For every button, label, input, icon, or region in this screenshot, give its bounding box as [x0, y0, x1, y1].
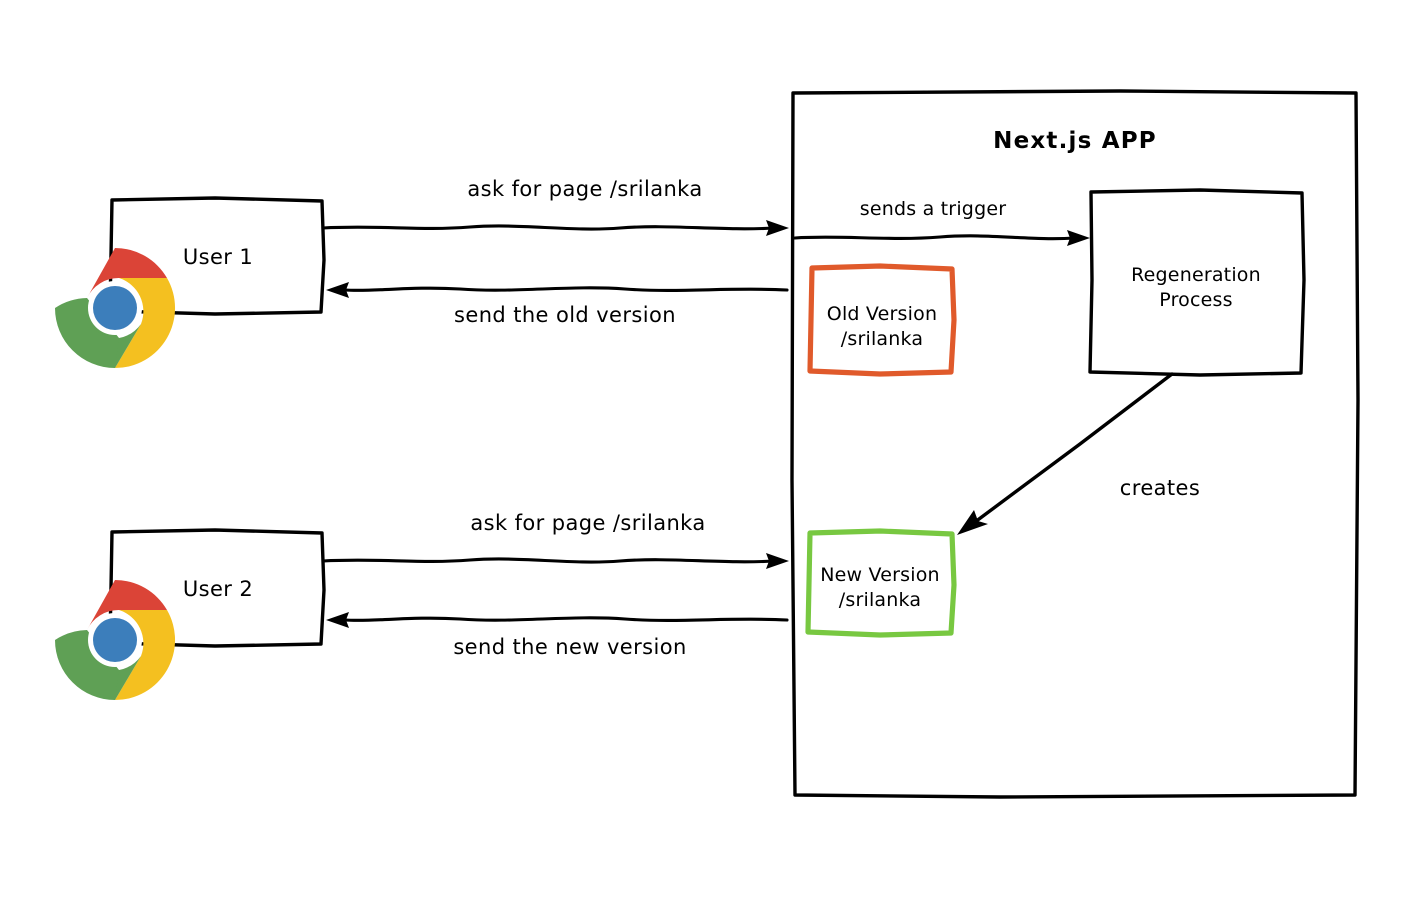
user2-box[interactable]	[108, 528, 326, 648]
edge-user2-response	[326, 612, 789, 628]
user2-label: User 2	[183, 577, 253, 601]
nextjs-app-container	[790, 89, 1360, 799]
new-version-box[interactable]	[805, 528, 957, 638]
edge-user2-response-label: send the new version	[453, 635, 686, 659]
edge-user2-request	[321, 553, 789, 569]
regeneration-process-label-line2: Process	[1159, 289, 1232, 311]
new-version-label-line2: /srilanka	[839, 589, 921, 611]
edge-creates-label: creates	[1120, 476, 1200, 500]
edge-user1-request-label: ask for page /srilanka	[467, 177, 702, 201]
edge-sends-a-trigger-label: sends a trigger	[860, 198, 1006, 220]
edge-user1-request	[321, 220, 789, 236]
user1-label: User 1	[183, 245, 253, 269]
edge-user1-response-label: send the old version	[454, 303, 676, 327]
edge-creates	[957, 372, 1174, 535]
regeneration-process-label-line1: Regeneration	[1131, 264, 1261, 286]
edge-user1-response	[326, 282, 789, 298]
regeneration-process-box[interactable]	[1088, 188, 1306, 377]
edge-sends-a-trigger	[793, 230, 1090, 246]
old-version-label-line1: Old Version	[827, 303, 937, 325]
user1-box[interactable]	[108, 196, 326, 316]
chrome-logo-icon-user2	[55, 580, 176, 700]
old-version-label-line2: /srilanka	[841, 328, 923, 350]
new-version-label-line1: New Version	[820, 564, 940, 586]
chrome-logo-icon-user1	[55, 247, 176, 368]
old-version-box[interactable]	[807, 263, 957, 377]
nextjs-app-title: Next.js APP	[993, 128, 1157, 154]
edge-user2-request-label: ask for page /srilanka	[470, 511, 705, 535]
